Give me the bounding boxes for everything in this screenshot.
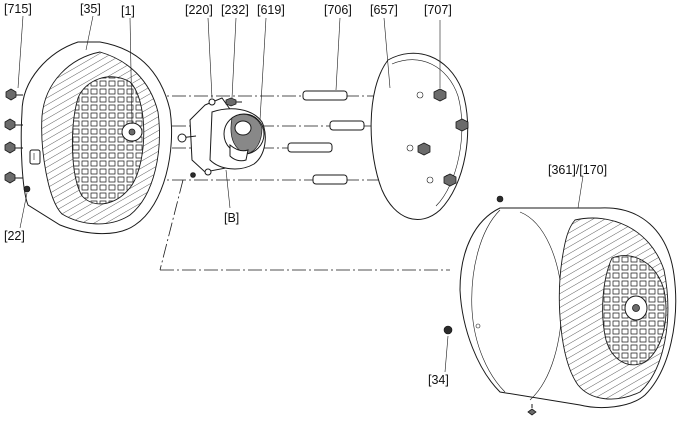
label-715: [715]	[4, 2, 32, 16]
label-707: [707]	[424, 3, 452, 17]
label-706: [706]	[324, 3, 352, 17]
label-619: [619]	[257, 3, 285, 17]
label-232: [232]	[221, 3, 249, 17]
leader-lines	[17, 15, 584, 373]
washer-34	[443, 325, 453, 335]
part-labels: [715] [35] [1] [220] [232] [619] [706] […	[4, 2, 607, 387]
label-22: [22]	[4, 229, 25, 243]
label-220: [220]	[185, 3, 213, 17]
right-cover-361-170	[459, 195, 677, 416]
disc-plate-657	[370, 52, 469, 220]
label-34: [34]	[428, 373, 449, 387]
nuts-707	[417, 88, 469, 187]
motor-assembly	[177, 97, 266, 178]
label-1: [1]	[121, 4, 135, 18]
standoffs-706	[287, 90, 365, 185]
label-B: [B]	[224, 211, 239, 225]
label-657: [657]	[370, 3, 398, 17]
label-361-170: [361]/[170]	[548, 163, 607, 177]
washer-22	[23, 185, 31, 193]
screws-715	[4, 88, 23, 184]
left-housing-35	[20, 41, 173, 235]
label-35: [35]	[80, 2, 101, 16]
